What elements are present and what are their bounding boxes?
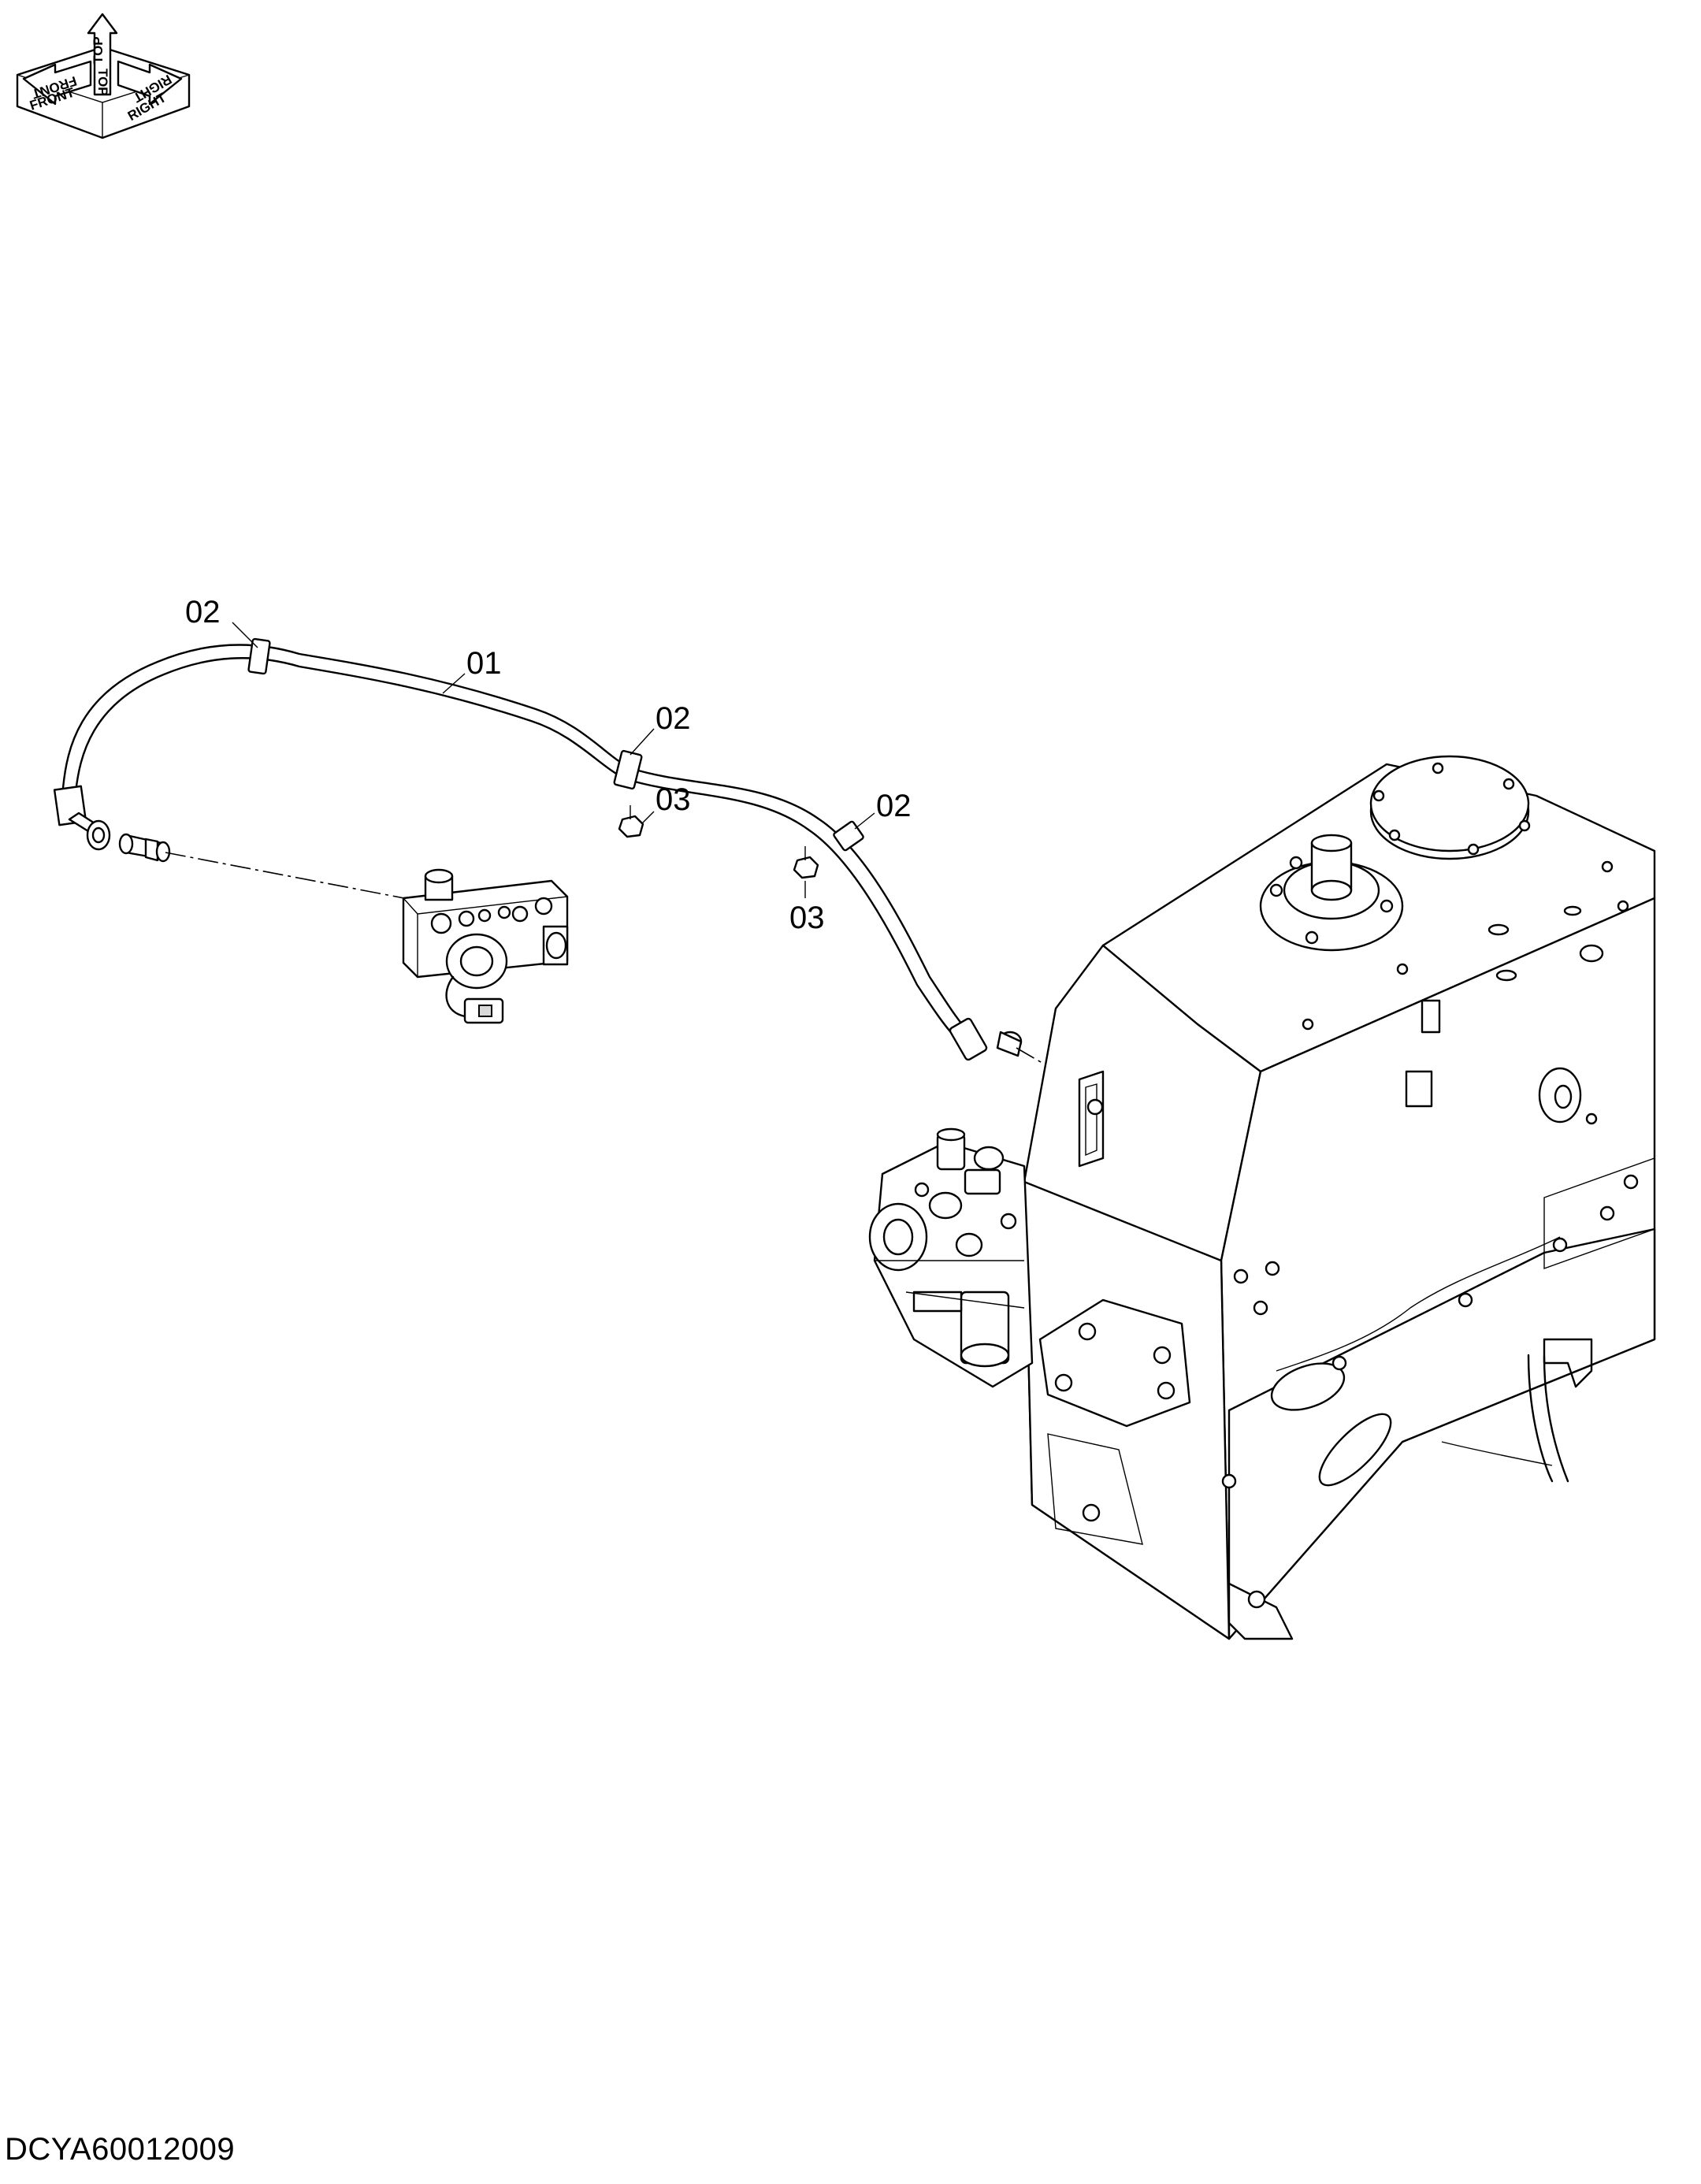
orient-top-mirror-label: TOP	[91, 36, 106, 64]
callout-clamp-b: 02	[656, 701, 691, 736]
callout-clamp-a: 02	[185, 595, 221, 630]
leader-bolt-a	[641, 811, 655, 824]
machine-frame	[1023, 755, 1656, 1640]
orient-top-label: TOP	[95, 69, 110, 96]
clamp-c	[833, 820, 864, 852]
solenoid-valve-block	[402, 868, 569, 1024]
hose-end-fitting-right	[949, 1017, 1023, 1061]
drawing-id: DCYA60012009	[5, 2132, 236, 2167]
leader-clamp-c	[854, 812, 875, 830]
leader-clamp-a	[232, 622, 258, 648]
leader-clamp-b	[630, 728, 655, 756]
callout-clamp-c: 02	[876, 789, 912, 823]
pump-assembly	[868, 1127, 1034, 1388]
clamp-a	[247, 637, 271, 675]
orientation-indicator-icon: FRONT FRONT TOP TOP RIGHT RIGHT	[16, 13, 191, 139]
centerline-valve	[165, 852, 438, 905]
callout-bolt-b: 03	[789, 901, 825, 935]
callout-bolt-a: 03	[656, 782, 691, 817]
hose-end-fitting-left	[53, 785, 111, 851]
hose-assembly	[61, 644, 971, 1040]
bolt-b	[793, 846, 819, 879]
bolt-a	[618, 805, 644, 838]
callout-hose: 01	[466, 646, 502, 681]
adapter-fitting	[118, 833, 171, 863]
leader-hose	[442, 673, 466, 694]
